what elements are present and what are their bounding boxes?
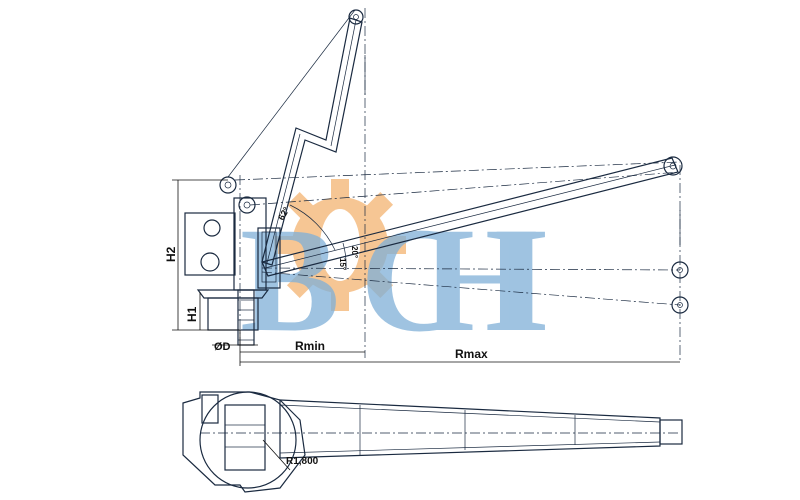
rmax-label: Rmax [455,347,488,361]
crane-top-view [182,391,683,493]
angle-label-20: 20° [350,246,359,258]
watermark-letters-chi: CHI [360,197,550,363]
h2-label: H2 [164,246,178,262]
gear-icon [274,179,406,311]
watermark-letter-b: B [240,197,340,363]
watermark-logo: B CHI [240,179,550,363]
rmin-label: Rmin [295,339,325,353]
diameter-label: ØD [214,341,231,353]
radius-label: R1,800 [286,456,319,467]
h1-label: H1 [185,306,199,322]
crane-side-view [184,8,689,360]
dimension-lines [172,179,680,366]
angle-label-15: 15° [338,258,347,270]
